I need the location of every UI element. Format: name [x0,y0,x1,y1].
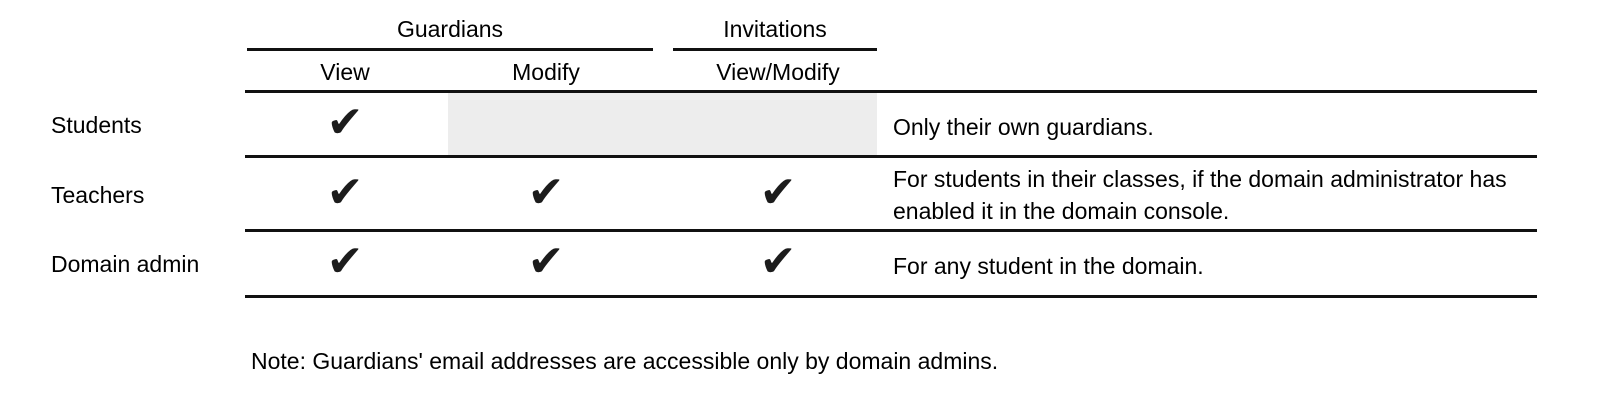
students-row-rule [245,155,1537,158]
column-header-modify: Modify [512,59,580,85]
teachers-row-rule [245,229,1537,232]
checkmark-icon: ✔ [326,236,364,287]
checkmark-icon: ✔ [326,167,364,218]
checkmark-icon: ✔ [527,236,565,287]
column-header-view: View [320,59,370,85]
guardians-group-underline [247,48,653,51]
table-bottom-rule [245,295,1537,298]
checkmark-icon: ✔ [759,236,797,287]
checkmark-icon: ✔ [326,97,364,148]
row-note-students: Only their own guardians. [893,114,1154,140]
students-disabled-cells [448,93,877,155]
row-note-domain-admin: For any student in the domain. [893,253,1204,279]
header-rule [245,90,1537,93]
footnote: Note: Guardians' email addresses are acc… [251,348,999,374]
invitations-group-underline [673,48,877,51]
column-group-guardians: Guardians [396,16,504,42]
row-label-students: Students [51,112,142,138]
checkmark-icon: ✔ [759,167,797,218]
column-group-invitations: Invitations [723,16,827,42]
row-label-domain-admin: Domain admin [51,251,200,277]
column-header-view-modify: View/Modify [716,59,840,85]
checkmark-icon: ✔ [527,167,565,218]
row-label-teachers: Teachers [51,182,145,208]
row-note-teachers: For students in their classes, if the do… [893,166,1507,224]
